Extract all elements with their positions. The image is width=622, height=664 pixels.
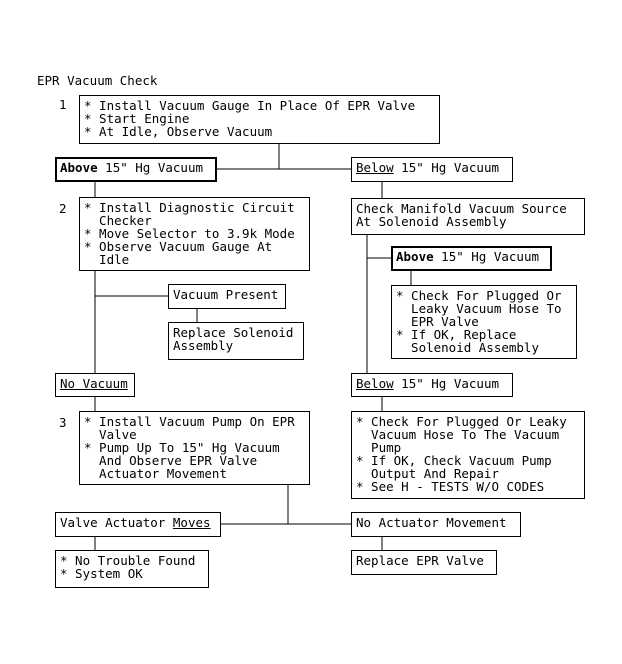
chart-title: EPR Vacuum Check <box>37 73 158 88</box>
step-1-number: 1 <box>59 97 67 112</box>
below-15-hg-box: Below 15" Hg Vacuum <box>351 157 513 182</box>
actuator-moves-prefix: Valve Actuator <box>60 515 173 530</box>
plugged-hose-line: Solenoid Assembly <box>396 340 539 355</box>
no-trouble-line: * System OK <box>60 566 143 581</box>
vacuum-present-box: Vacuum Present <box>168 284 286 309</box>
step-3-line: Actuator Movement <box>84 466 227 481</box>
check-manifold-line: Check Manifold Vacuum Source <box>356 201 567 216</box>
above-label: Above <box>396 249 434 264</box>
plugged-hose-line: Leaky Vacuum Hose To <box>396 301 562 316</box>
step-3-line: And Observe EPR Valve <box>84 453 258 468</box>
step-2-line: * Move Selector to 3.9k Mode <box>84 226 295 241</box>
step-2-number: 2 <box>59 201 67 216</box>
no-actuator-movement-box: No Actuator Movement <box>351 512 521 537</box>
no-vacuum-label: No Vacuum <box>60 376 128 391</box>
plugged-hose-line: * If OK, Replace <box>396 327 517 342</box>
step-3-line: Valve <box>84 427 137 442</box>
step-1-line: * Install Vacuum Gauge In Place Of EPR V… <box>84 98 416 113</box>
plugged-hose-line: EPR Valve <box>396 314 479 329</box>
below-label: Below <box>356 376 394 391</box>
actuator-moves-label: Moves <box>172 515 211 530</box>
below-label: Below <box>356 160 394 175</box>
plugged-hose-pump-box: * Check For Plugged Or Leaky Vacuum Hose… <box>351 411 585 499</box>
below-rest: 15" Hg Vacuum <box>393 160 499 175</box>
step-1-box: * Install Vacuum Gauge In Place Of EPR V… <box>79 95 440 144</box>
no-vacuum-box: No Vacuum <box>55 373 135 397</box>
vacuum-present-label: Vacuum Present <box>173 287 279 302</box>
step-2-line: Checker <box>84 213 152 228</box>
no-actuator-label: No Actuator Movement <box>356 515 507 530</box>
step-2-box: * Install Diagnostic Circuit Checker * M… <box>79 197 310 271</box>
below-rest: 15" Hg Vacuum <box>393 376 499 391</box>
step-3-box: * Install Vacuum Pump On EPR Valve * Pum… <box>79 411 310 485</box>
above-15-hg-box-2: Above 15" Hg Vacuum <box>391 246 552 271</box>
actuator-moves-box: Valve Actuator Moves <box>55 512 221 537</box>
plugged-hose-line: * Check For Plugged Or <box>396 288 562 303</box>
plugged-pump-line: * See H - TESTS W/O CODES <box>356 479 545 494</box>
plugged-pump-line: Vacuum Hose To The Vacuum <box>356 427 560 442</box>
step-2-line: * Install Diagnostic Circuit <box>84 200 295 215</box>
step-2-line: * Observe Vacuum Gauge At <box>84 239 273 254</box>
check-manifold-box: Check Manifold Vacuum Source At Solenoid… <box>351 198 585 235</box>
replace-solenoid-line: Assembly <box>173 338 234 353</box>
no-trouble-box: * No Trouble Found * System OK <box>55 550 209 588</box>
step-1-line: * At Idle, Observe Vacuum <box>84 124 273 139</box>
plugged-pump-line: * If OK, Check Vacuum Pump <box>356 453 552 468</box>
step-2-line: Idle <box>84 252 130 267</box>
step-3-line: * Install Vacuum Pump On EPR <box>84 414 295 429</box>
above-rest: 15" Hg Vacuum <box>97 160 203 175</box>
replace-epr-label: Replace EPR Valve <box>356 553 484 568</box>
plugged-pump-line: Output And Repair <box>356 466 499 481</box>
plugged-pump-line: * Check For Plugged Or Leaky <box>356 414 567 429</box>
replace-solenoid-box: Replace Solenoid Assembly <box>168 322 304 360</box>
no-trouble-line: * No Trouble Found <box>60 553 196 568</box>
above-rest: 15" Hg Vacuum <box>433 249 539 264</box>
step-3-number: 3 <box>59 415 67 430</box>
replace-solenoid-line: Replace Solenoid <box>173 325 294 340</box>
above-15-hg-box: Above 15" Hg Vacuum <box>55 157 217 182</box>
above-label: Above <box>60 160 98 175</box>
step-1-line: * Start Engine <box>84 111 190 126</box>
replace-epr-valve-box: Replace EPR Valve <box>351 550 497 575</box>
below-15-hg-box-2: Below 15" Hg Vacuum <box>351 373 513 397</box>
plugged-hose-epr-box: * Check For Plugged Or Leaky Vacuum Hose… <box>391 285 577 359</box>
check-manifold-line: At Solenoid Assembly <box>356 214 507 229</box>
plugged-pump-line: Pump <box>356 440 402 455</box>
step-3-line: * Pump Up To 15" Hg Vacuum <box>84 440 280 455</box>
